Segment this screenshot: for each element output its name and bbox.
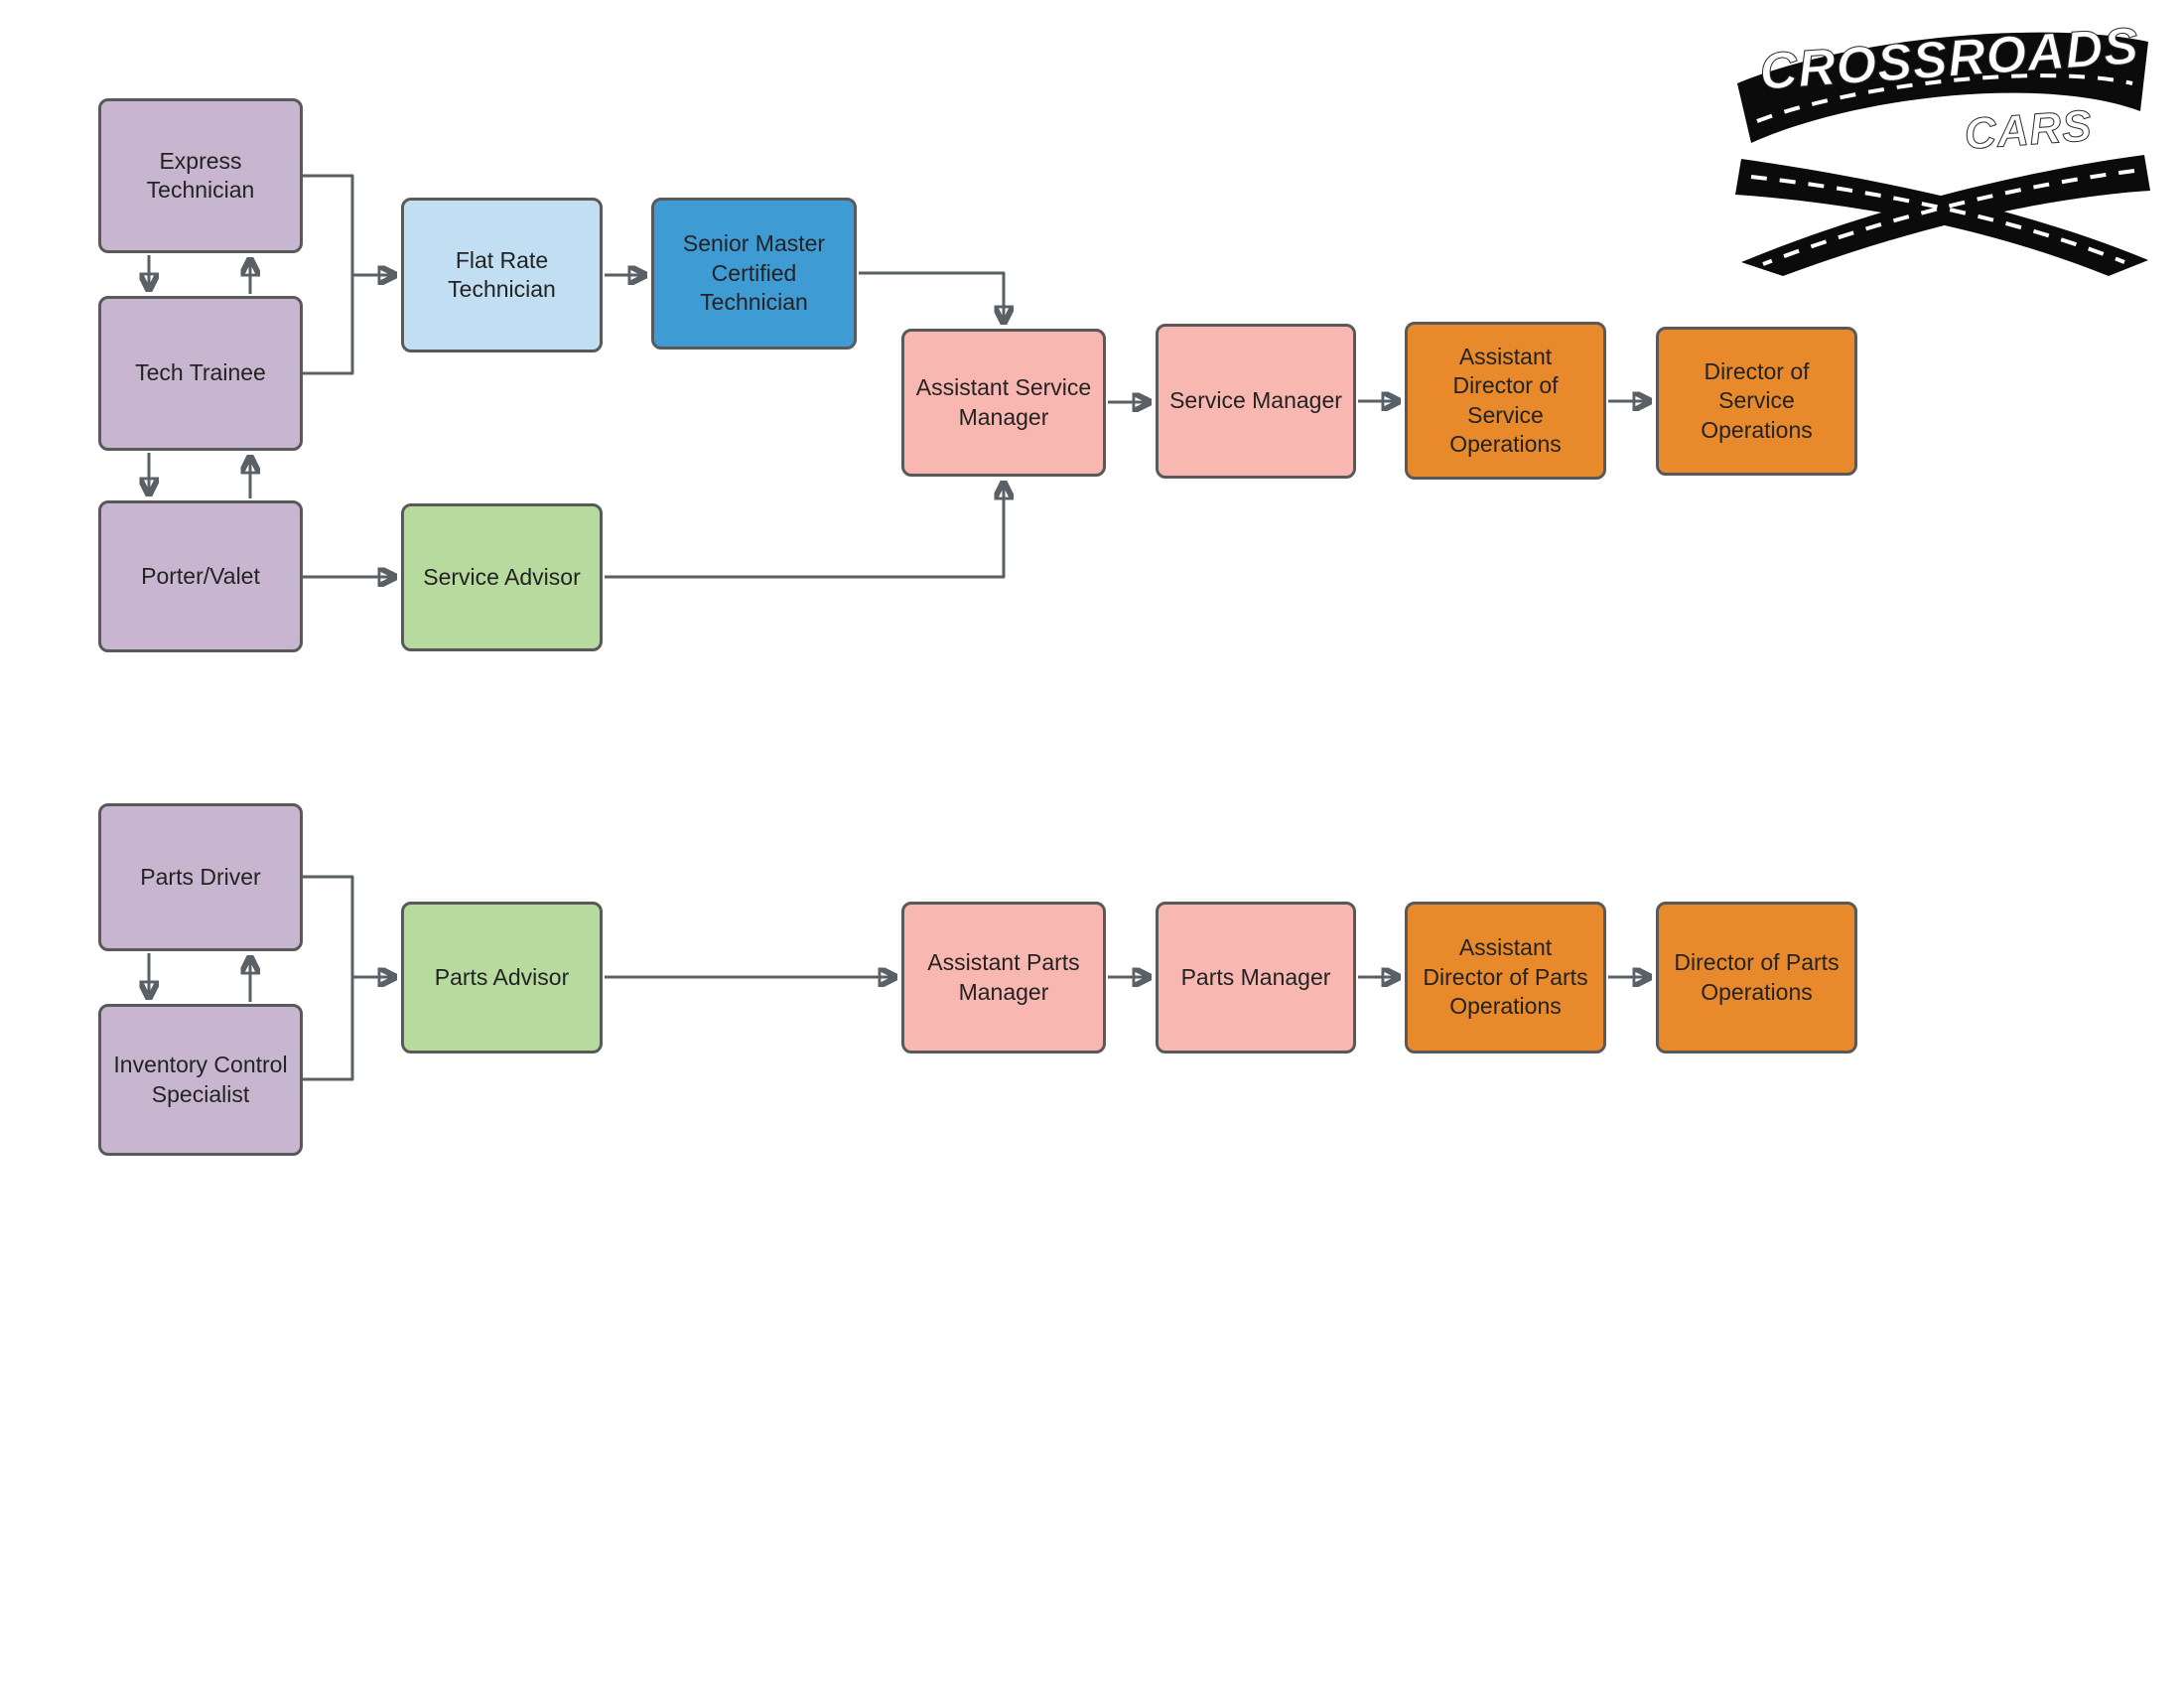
node-label: Service Advisor — [423, 563, 581, 590]
node-flat-rate-technician: Flat Rate Technician — [401, 198, 603, 352]
node-label: Assistant Service Manager — [915, 374, 1092, 430]
node-label: Express Technician — [146, 147, 255, 203]
node-assistant-director-service-operations: Assistant Director of Service Operations — [1405, 322, 1606, 480]
node-label: Parts Advisor — [434, 963, 570, 990]
node-label: Inventory Control Specialist — [113, 1052, 288, 1107]
node-label: Assistant Director of Service Operations — [1449, 343, 1562, 457]
node-assistant-service-manager: Assistant Service Manager — [901, 329, 1106, 477]
crossroads-cars-logo: CROSSROADS CARS — [1735, 17, 2150, 276]
node-porter-valet: Porter/Valet — [98, 500, 303, 652]
node-label: Tech Trainee — [135, 359, 266, 386]
node-service-manager: Service Manager — [1156, 324, 1356, 479]
node-label: Assistant Director of Parts Operations — [1423, 934, 1588, 1020]
node-express-technician: Express Technician — [98, 98, 303, 253]
node-service-advisor: Service Advisor — [401, 503, 603, 651]
node-tech-trainee: Tech Trainee — [98, 296, 303, 451]
node-label: Flat Rate Technician — [448, 246, 556, 302]
node-label: Porter/Valet — [141, 562, 260, 589]
node-parts-manager: Parts Manager — [1156, 902, 1356, 1054]
node-senior-master-certified-technician: Senior Master Certified Technician — [651, 198, 857, 350]
node-director-parts-operations: Director of Parts Operations — [1656, 902, 1857, 1054]
node-label: Assistant Parts Manager — [927, 949, 1080, 1005]
node-label: Service Manager — [1169, 387, 1342, 414]
node-assistant-parts-manager: Assistant Parts Manager — [901, 902, 1106, 1054]
node-parts-advisor: Parts Advisor — [401, 902, 603, 1054]
node-assistant-director-parts-operations: Assistant Director of Parts Operations — [1405, 902, 1606, 1054]
node-label: Parts Manager — [1180, 963, 1331, 990]
node-label: Parts Driver — [140, 863, 261, 890]
node-inventory-control-specialist: Inventory Control Specialist — [98, 1004, 303, 1156]
node-parts-driver: Parts Driver — [98, 803, 303, 951]
node-label: Director of Service Operations — [1701, 357, 1813, 443]
node-label: Director of Parts Operations — [1674, 949, 1840, 1005]
node-label: Senior Master Certified Technician — [682, 230, 826, 316]
logo-word-cars: CARS — [1963, 101, 2094, 159]
node-director-service-operations: Director of Service Operations — [1656, 327, 1857, 476]
